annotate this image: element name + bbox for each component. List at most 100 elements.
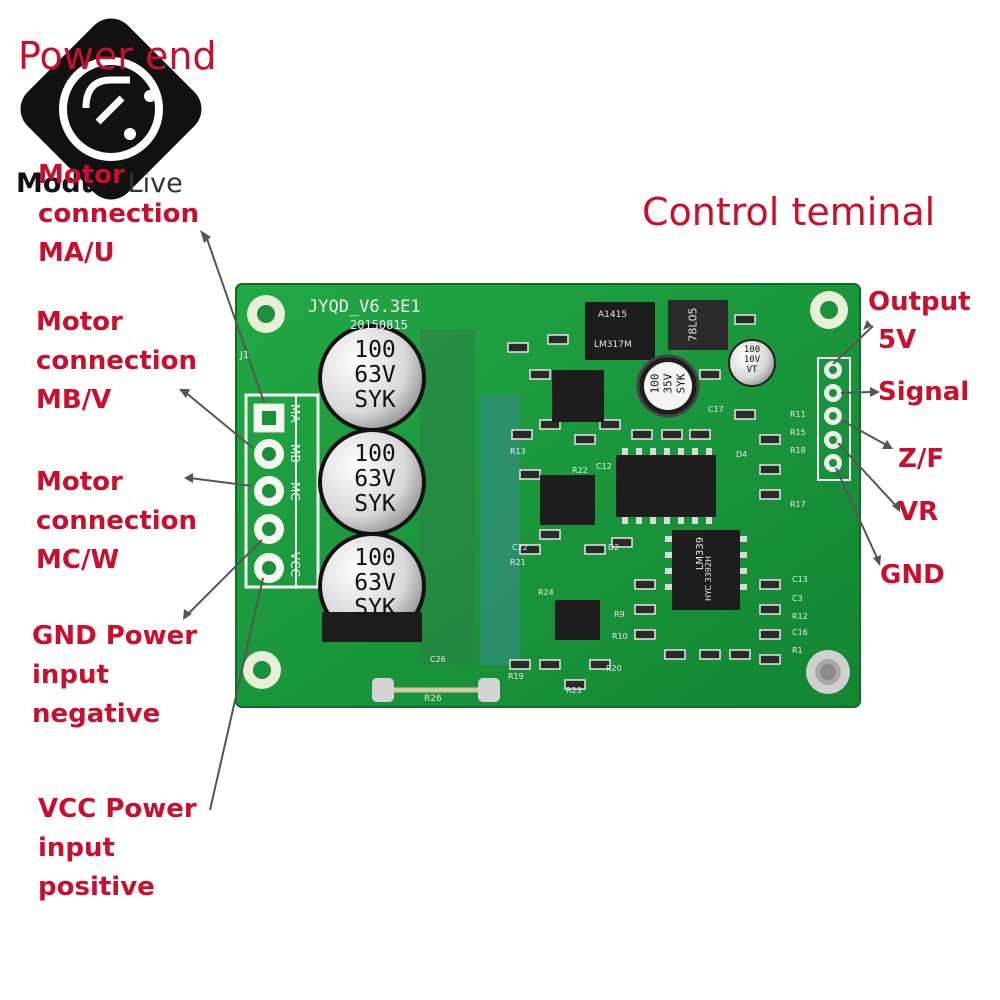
ref-c12: C12	[596, 462, 612, 471]
tant-cap-text: 100 35V SYK	[649, 364, 688, 404]
ref-r23: R23	[566, 686, 582, 695]
label-gnd-line2: input	[32, 660, 109, 690]
capacitor-2-text: 100 63V SYK	[340, 442, 410, 517]
mounting-holes	[243, 291, 850, 694]
electrolytic-capacitors	[318, 324, 426, 642]
label-mc-line1: Motor	[36, 467, 123, 497]
pointer-arrowheads	[179, 230, 900, 620]
label-output-5v: Output 5V	[868, 283, 971, 359]
small-capacitors	[636, 339, 776, 418]
control-terminal-block	[817, 357, 851, 481]
label-mb-line3: MB/V	[36, 385, 112, 415]
label-ma-line1: Motor	[38, 160, 125, 190]
smallcap-line1: 100	[743, 345, 761, 355]
label-output-line1: Output	[868, 287, 971, 317]
power-end-title: Power end	[18, 34, 217, 78]
cap1-line2: 63V	[354, 362, 396, 388]
label-signal: Signal	[878, 377, 970, 407]
label-mc-line2: connection	[36, 506, 198, 536]
smallcap-line3: VT	[746, 365, 758, 375]
ref-d4: D4	[736, 450, 748, 459]
cap1-line3: SYK	[354, 387, 396, 413]
pin-label-ma: MA	[288, 404, 302, 423]
ref-r21: R21	[510, 558, 526, 567]
label-vcc-power: VCC Power input positive	[38, 790, 197, 907]
ref-r24: R24	[538, 588, 554, 597]
label-gnd-power: GND Power input negative	[32, 617, 197, 734]
chip-a1415: A1415	[598, 310, 628, 320]
ref-c22: C22	[512, 543, 528, 552]
smallcap-line2: 10V	[743, 355, 761, 365]
label-zf: Z/F	[898, 444, 945, 474]
ref-r20: R20	[606, 664, 622, 673]
board-model: JYQD_V6.3E1	[308, 297, 421, 317]
ref-c26: C26	[430, 655, 446, 664]
ref-r22: R22	[572, 466, 588, 475]
cap3-line2: 63V	[354, 570, 396, 596]
chip-78l05: 78L05	[686, 307, 700, 342]
small-cap-text: 100 10V VT	[738, 345, 766, 375]
resistor-r26: R26	[424, 694, 442, 704]
label-mb-line2: connection	[36, 346, 198, 376]
label-vcc-line1: VCC Power	[38, 794, 197, 824]
ref-r9: R9	[614, 610, 625, 619]
label-gnd-line1: GND Power	[32, 621, 198, 651]
ref-r18: R18	[790, 446, 806, 455]
ic-pins	[622, 448, 747, 590]
capacitor-1-text: 100 63V SYK	[340, 338, 410, 413]
power-terminal-block	[244, 393, 320, 589]
ref-r11: R11	[790, 410, 806, 419]
label-ma-line3: MA/U	[38, 238, 115, 268]
ref-d2: D2	[608, 543, 620, 552]
brand-light: Live	[127, 168, 183, 199]
ref-r15: R15	[790, 428, 806, 437]
label-ma-line2: connection	[38, 199, 200, 229]
label-gnd-line3: negative	[32, 699, 161, 729]
tant-line2: 35V	[661, 373, 675, 394]
ref-c3: C3	[792, 594, 803, 603]
cap3-line3: SYK	[354, 595, 396, 621]
label-vr: VR	[898, 497, 939, 527]
label-mc-line3: MC/W	[36, 545, 120, 575]
tant-line3: SYK	[674, 373, 688, 394]
ic-chips	[540, 300, 740, 640]
capacitor-3-text: 100 63V SYK	[340, 546, 410, 621]
label-output-line2: 5V	[878, 325, 917, 355]
cap2-line3: SYK	[354, 491, 396, 517]
cap2-line2: 63V	[354, 466, 396, 492]
pointer-lines	[184, 235, 899, 811]
ref-r12: R12	[792, 612, 808, 621]
tant-line1: 100	[648, 373, 662, 394]
ref-r10: R10	[612, 632, 628, 641]
moduleLive-logo-graphic	[20, 18, 202, 200]
smd-components	[507, 314, 781, 690]
label-gnd: GND	[880, 560, 945, 590]
cap3-line1: 100	[354, 545, 396, 571]
board-date: 20150815	[350, 318, 408, 332]
label-motor-mb: Motor connection MB/V	[36, 303, 197, 420]
label-motor-ma: Motor connection MA/U	[38, 156, 199, 273]
board-ref: J1	[240, 350, 250, 361]
label-vcc-line3: positive	[38, 872, 155, 902]
ref-r13: R13	[510, 447, 526, 456]
cap1-line1: 100	[354, 337, 396, 363]
ref-c16: C16	[792, 628, 808, 637]
brand-logo: ModuleLive	[16, 168, 183, 199]
ref-c13: C13	[792, 575, 808, 584]
brand-bold: Module	[16, 168, 128, 199]
control-terminal-title: Control teminal	[642, 190, 936, 234]
ref-r19: R19	[508, 672, 524, 681]
pin-label-mc: MC	[288, 482, 302, 501]
pin-label-vcc: VCC	[288, 552, 302, 577]
chip-lm317: LM317M	[594, 340, 632, 350]
label-vcc-line2: input	[38, 833, 115, 863]
lead-resistor	[372, 678, 500, 702]
label-motor-mc: Motor connection MC/W	[36, 463, 197, 580]
heatsink-area	[420, 330, 520, 665]
chip-hyc: HYC 3392H	[703, 556, 713, 601]
ref-r17: R17	[790, 500, 806, 509]
cap2-line1: 100	[354, 441, 396, 467]
label-mb-line1: Motor	[36, 307, 123, 337]
ref-r1: R1	[792, 646, 803, 655]
